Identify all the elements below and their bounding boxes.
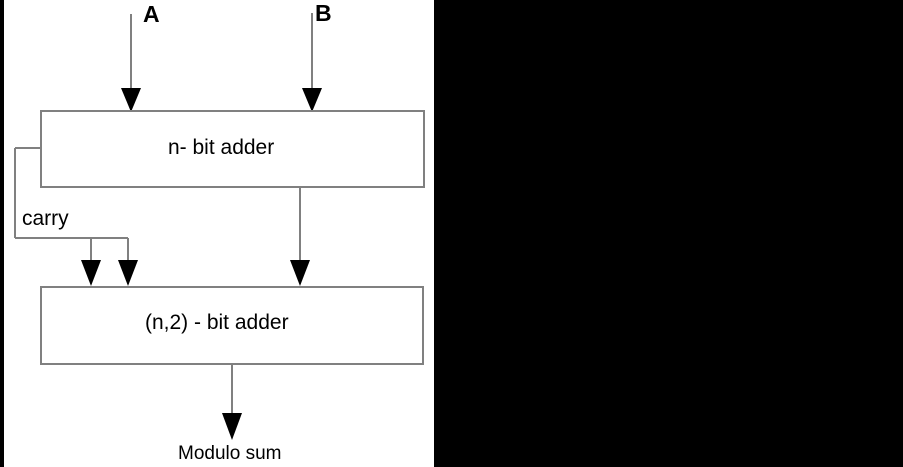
wire-carry-feedback xyxy=(14,147,138,286)
arrow-input-b xyxy=(302,13,322,112)
label-input-b: B xyxy=(315,0,332,26)
block-diagram-graphic xyxy=(14,13,425,440)
label-modulo-sum: Modulo sum xyxy=(178,443,282,464)
empty-black-pane xyxy=(434,0,903,467)
wire-sum xyxy=(290,187,310,286)
label-block-n-bit-adder: n- bit adder xyxy=(168,136,275,159)
label-carry: carry xyxy=(22,207,69,230)
diagram-canvas: A B n- bit adder carry (n,2) - bit adder… xyxy=(4,0,434,467)
arrow-input-a xyxy=(121,14,141,112)
label-block-n2-bit-adder: (n,2) - bit adder xyxy=(145,311,289,334)
wire-modulo-sum-output xyxy=(222,364,242,440)
label-input-a: A xyxy=(143,1,160,27)
block-n2-bit-adder xyxy=(40,286,424,365)
